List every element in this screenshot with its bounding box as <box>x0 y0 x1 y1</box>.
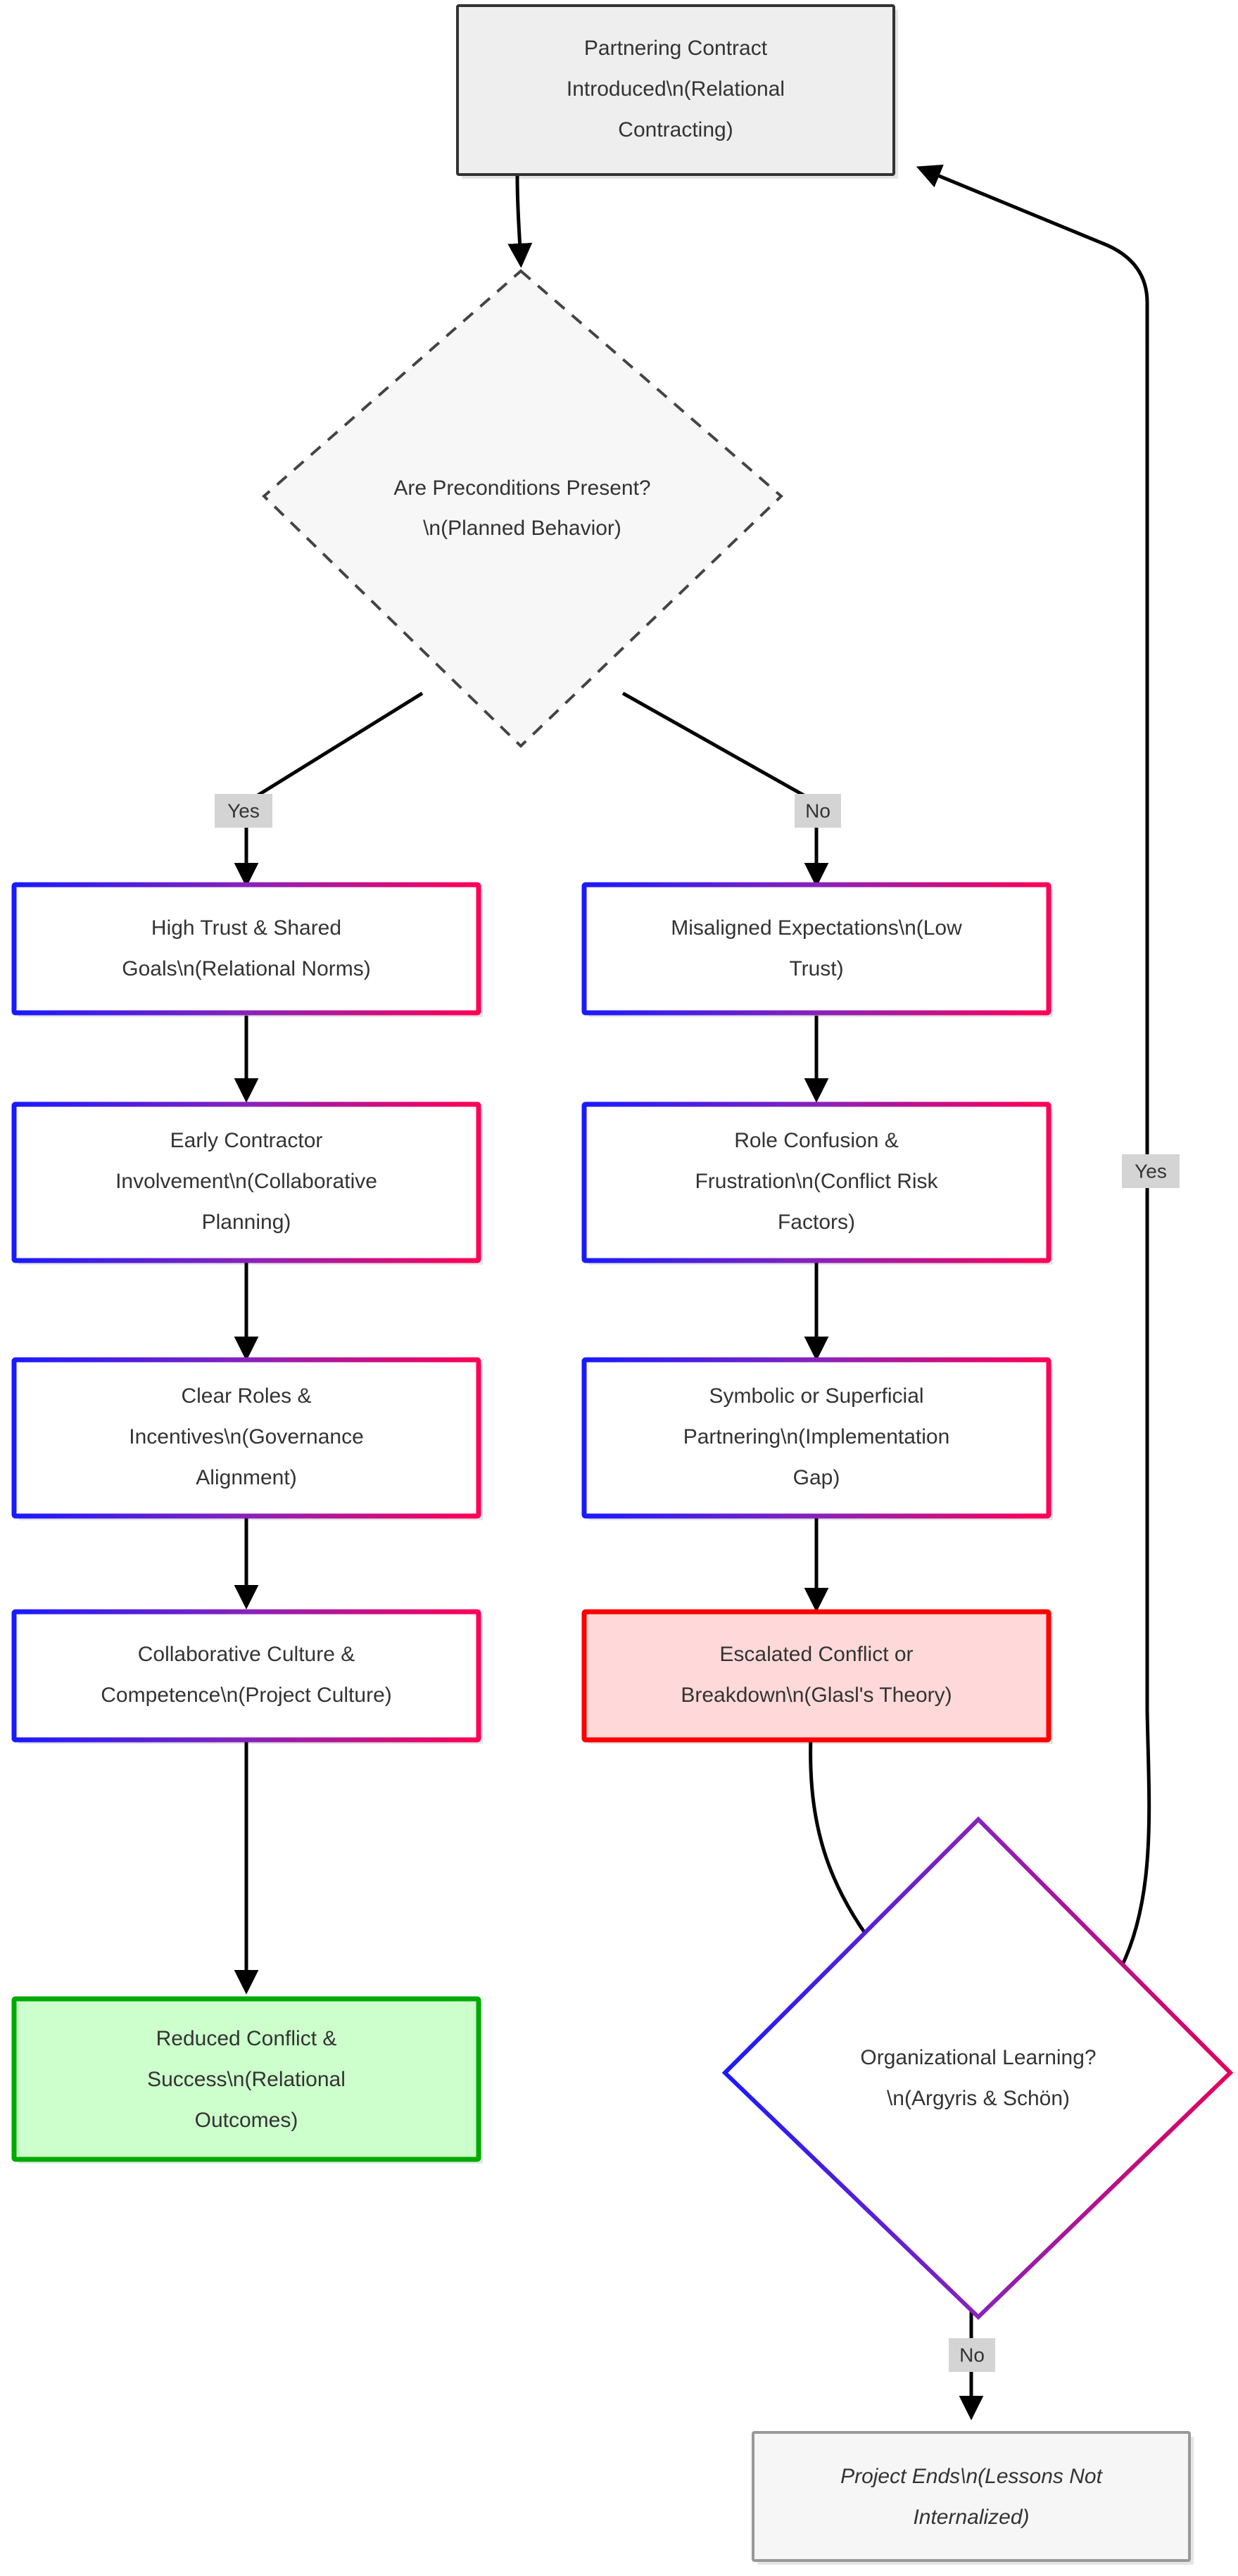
node-clear-roles-box <box>11 1357 481 1519</box>
node-preconditions-line-2: \n(Planned Behavior) <box>423 517 621 540</box>
node-early-contractor-box <box>11 1101 481 1263</box>
node-role-confusion[interactable]: Role Confusion & Frustration\n(Conflict … <box>581 1101 1053 1265</box>
node-clear-roles[interactable]: Clear Roles & Incentives\n(Governance Al… <box>11 1357 483 1520</box>
node-clear-roles-line-2: Incentives\n(Governance <box>129 1425 364 1448</box>
edge-label-preconditions-no-text: No <box>805 800 830 821</box>
edge-label-preconditions-yes: Yes <box>215 794 272 828</box>
node-misaligned-box <box>581 882 1051 1016</box>
edge-orglearning-yes-loopback <box>916 164 1151 1976</box>
node-role-confusion-box <box>581 1101 1051 1263</box>
node-start[interactable]: Partnering Contract Introduced\n(Relatio… <box>456 4 898 179</box>
node-early-contractor-line-3: Planning) <box>202 1211 291 1234</box>
node-high-trust[interactable]: High Trust & Shared Goals\n(Relational N… <box>11 882 483 1017</box>
edge-label-preconditions-no-bg <box>795 794 841 828</box>
node-early-contractor-line-2: Involvement\n(Collaborative <box>115 1170 377 1193</box>
node-escalated-conflict-line-2: Breakdown\n(Glasl's Theory) <box>681 1684 952 1707</box>
node-collaborative-culture[interactable]: Collaborative Culture & Competence\n(Pro… <box>11 1609 483 1744</box>
node-reduced-conflict-line-2: Success\n(Relational <box>147 2068 346 2091</box>
node-org-learning-line-2: \n(Argyris & Schön) <box>887 2087 1070 2110</box>
edge-label-learning-no-text: No <box>959 2344 985 2366</box>
node-role-confusion-line-3: Factors) <box>778 1211 855 1234</box>
node-project-ends[interactable]: Project Ends\n(Lessons Not Internalized) <box>752 2431 1194 2565</box>
edge-start-to-preconditions <box>507 175 533 268</box>
node-role-confusion-line-2: Frustration\n(Conflict Risk <box>695 1170 938 1193</box>
node-org-learning-line-1: Organizational Learning? <box>860 2046 1096 2069</box>
node-clear-roles-line-3: Alignment) <box>196 1466 296 1489</box>
node-start-box <box>456 4 895 176</box>
node-high-trust-box <box>11 882 481 1016</box>
node-escalated-conflict[interactable]: Escalated Conflict or Breakdown\n(Glasl'… <box>581 1609 1053 1744</box>
node-collaborative-culture-box <box>11 1609 481 1743</box>
edge-label-preconditions-yes-text: Yes <box>227 800 260 821</box>
edge-label-preconditions-yes-bg <box>215 794 272 828</box>
node-symbolic-partnering-line-3: Gap) <box>793 1466 840 1489</box>
node-misaligned-line-2: Trust) <box>789 957 843 980</box>
node-misaligned-line-1: Misaligned Expectations\n(Low <box>671 916 962 940</box>
node-symbolic-partnering-line-2: Partnering\n(Implementation <box>683 1425 950 1448</box>
node-early-contractor[interactable]: Early Contractor Involvement\n(Collabora… <box>11 1101 483 1265</box>
node-start-line-3: Contracting) <box>618 118 733 141</box>
edge-label-learning-no: No <box>949 2338 995 2372</box>
node-project-ends-line-1: Project Ends\n(Lessons Not <box>840 2465 1104 2488</box>
node-symbolic-partnering-box <box>581 1357 1051 1519</box>
edge-preconditions-yes <box>234 691 424 888</box>
node-reduced-conflict-line-3: Outcomes) <box>195 2109 298 2132</box>
node-preconditions[interactable]: Are Preconditions Present? \n(Planned Be… <box>262 269 783 748</box>
node-reduced-conflict[interactable]: Reduced Conflict & Success\n(Relational … <box>11 1996 483 2164</box>
edge-label-learning-yes-text: Yes <box>1135 1160 1167 1182</box>
node-project-ends-line-2: Internalized) <box>913 2506 1029 2529</box>
edge-escalated-to-orglearning <box>809 1736 884 1958</box>
edge-preconditions-no <box>621 691 829 888</box>
node-reduced-conflict-line-1: Reduced Conflict & <box>156 2027 337 2050</box>
node-high-trust-line-2: Goals\n(Relational Norms) <box>122 957 370 980</box>
node-escalated-conflict-line-1: Escalated Conflict or <box>719 1643 913 1666</box>
edge-label-learning-no-bg <box>949 2338 995 2372</box>
node-symbolic-partnering-line-1: Symbolic or Superficial <box>709 1384 923 1408</box>
node-preconditions-diamond <box>262 269 783 748</box>
node-org-learning[interactable]: Organizational Learning? \n(Argyris & Sc… <box>721 1816 1234 2321</box>
node-escalated-conflict-box <box>581 1609 1051 1743</box>
node-early-contractor-line-1: Early Contractor <box>170 1129 323 1152</box>
node-org-learning-diamond <box>721 1816 1234 2321</box>
node-preconditions-line-1: Are Preconditions Present? <box>393 476 650 500</box>
node-high-trust-line-1: High Trust & Shared <box>151 916 341 940</box>
edge-label-learning-yes: Yes <box>1122 1154 1180 1188</box>
node-misaligned[interactable]: Misaligned Expectations\n(Low Trust) <box>581 882 1053 1017</box>
node-role-confusion-line-1: Role Confusion & <box>734 1129 898 1152</box>
edge-label-learning-yes-bg <box>1122 1154 1180 1188</box>
node-clear-roles-line-1: Clear Roles & <box>181 1384 311 1408</box>
edge-label-preconditions-no: No <box>795 794 841 828</box>
node-start-line-2: Introduced\n(Relational <box>567 77 785 101</box>
node-start-line-1: Partnering Contract <box>584 37 768 60</box>
node-collaborative-culture-line-2: Competence\n(Project Culture) <box>101 1684 392 1707</box>
node-project-ends-box <box>752 2431 1191 2562</box>
node-symbolic-partnering[interactable]: Symbolic or Superficial Partnering\n(Imp… <box>581 1357 1053 1520</box>
node-collaborative-culture-line-1: Collaborative Culture & <box>138 1643 355 1666</box>
node-reduced-conflict-box <box>11 1996 481 2162</box>
